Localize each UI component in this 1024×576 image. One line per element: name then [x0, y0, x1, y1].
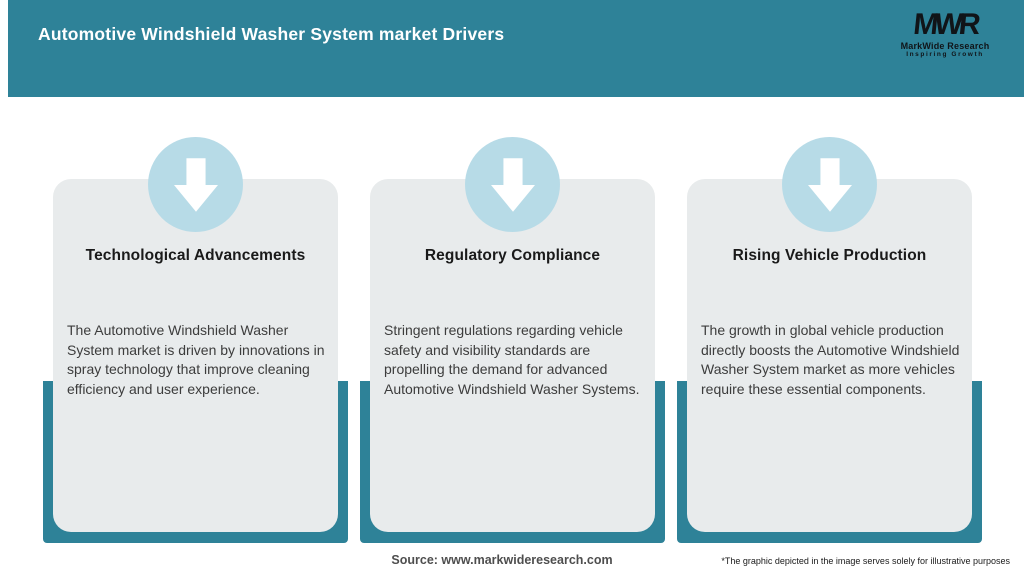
- card-description: The growth in global vehicle production …: [701, 322, 960, 397]
- page-title: Automotive Windshield Washer System mark…: [38, 24, 505, 44]
- driver-card-rising-vehicle-production: Rising Vehicle Production The growth in …: [677, 137, 982, 547]
- card-description: Stringent regulations regarding vehicle …: [384, 322, 640, 397]
- icon-circle: [148, 137, 243, 232]
- down-arrow-icon: [490, 156, 535, 214]
- driver-card-regulatory-compliance: Regulatory Compliance Stringent regulati…: [360, 137, 665, 547]
- logo-name: MarkWide Research: [900, 41, 990, 51]
- card-title: Rising Vehicle Production: [732, 247, 927, 264]
- icon-circle: [782, 137, 877, 232]
- markwide-logo: MWR MarkWide Research Inspiring Growth: [890, 8, 1000, 58]
- source-text: Source: www.markwideresearch.com: [391, 553, 613, 567]
- down-arrow-icon: [807, 156, 852, 214]
- driver-card-technological-advancements: Technological Advancements The Automotiv…: [43, 137, 348, 547]
- card-body: Technological Advancements The Automotiv…: [53, 179, 338, 532]
- down-arrow-icon: [173, 156, 218, 214]
- card-title: Technological Advancements: [85, 247, 306, 264]
- card-title: Regulatory Compliance: [424, 247, 601, 264]
- card-body: Regulatory Compliance Stringent regulati…: [370, 179, 655, 532]
- logo-acronym-icon: MWR: [911, 8, 979, 41]
- icon-circle: [465, 137, 560, 232]
- logo-tagline: Inspiring Growth: [906, 51, 984, 58]
- card-body: Rising Vehicle Production The growth in …: [687, 179, 972, 532]
- disclaimer-text: *The graphic depicted in the image serve…: [721, 556, 1010, 566]
- header-bar: Automotive Windshield Washer System mark…: [8, 0, 1024, 97]
- card-description: The Automotive Windshield Washer System …: [67, 322, 325, 397]
